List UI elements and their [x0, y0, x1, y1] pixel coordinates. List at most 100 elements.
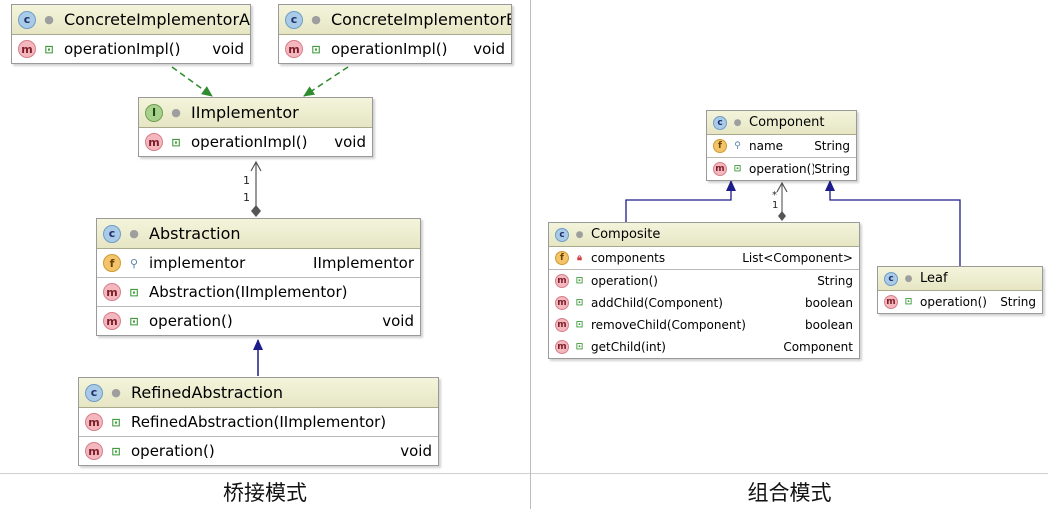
method-row[interactable]: m ⊡ operationImpl() void — [12, 35, 250, 63]
method-row[interactable]: m ⊡ operationImpl() void — [279, 35, 511, 63]
class-name: IImplementor — [191, 103, 299, 122]
method-return-type: void — [212, 40, 244, 58]
panel-divider — [530, 0, 531, 509]
aggregation-diamond-composite — [778, 211, 786, 221]
method-icon: m — [103, 283, 121, 301]
class-box-concrete-implementor-a[interactable]: c ● ConcreteImplementorA m ⊡ operationIm… — [11, 4, 251, 64]
method-return-type: boolean — [805, 318, 853, 332]
method-row[interactable]: m ⊡ operation() void — [97, 307, 420, 335]
method-return-type: String — [1000, 295, 1036, 309]
field-name: name — [749, 139, 784, 153]
class-box-component[interactable]: c ● Component f ⚲ name String m ⊡ operat… — [706, 110, 857, 181]
method-name: operation() — [591, 274, 658, 288]
interface-box-iimplementor[interactable]: I ● IImplementor m ⊡ operationImpl() voi… — [138, 97, 373, 157]
field-row[interactable]: f 🔒︎ components List<Component> — [549, 247, 859, 269]
method-name: operationImpl() — [64, 40, 181, 58]
method-icon: m — [555, 318, 569, 332]
public-visibility-icon: ⊡ — [575, 298, 584, 308]
constructor-name: Abstraction(IImplementor) — [149, 283, 348, 301]
method-name: removeChild(Component) — [591, 318, 746, 332]
constructor-name: RefinedAbstraction(IImplementor) — [131, 413, 387, 431]
class-icon: c — [884, 271, 898, 286]
method-row[interactable]: m ⊡ operation() String — [878, 291, 1042, 313]
public-visibility-icon: ⊡ — [733, 164, 742, 174]
method-row[interactable]: m ⊡ operation() String — [549, 270, 859, 292]
package-visibility-icon: ⚲ — [734, 141, 741, 151]
public-visibility-icon: ⊡ — [311, 42, 321, 56]
method-row[interactable]: m ⊡ removeChild(Component) boolean — [549, 314, 859, 336]
public-visibility-icon: ⊡ — [44, 42, 54, 56]
field-type: String — [814, 139, 850, 153]
public-visibility-icon: ⊡ — [171, 135, 181, 149]
caption-bridge-pattern: 桥接模式 — [223, 481, 307, 505]
class-header: c ● Composite — [549, 223, 859, 247]
class-icon: c — [18, 10, 36, 29]
method-icon: m — [884, 295, 898, 309]
impl-arrow-concrete-a — [171, 66, 213, 97]
field-type: IImplementor — [313, 254, 414, 272]
class-name: RefinedAbstraction — [131, 383, 283, 402]
class-header: c ● Leaf — [878, 267, 1042, 291]
method-name: operation() — [149, 312, 233, 330]
method-name: operationImpl() — [331, 40, 448, 58]
method-row[interactable]: m ⊡ operationImpl() void — [139, 128, 372, 156]
static-marker-icon: ● — [575, 229, 584, 240]
fields-section: f ⚲ name String — [707, 135, 856, 158]
method-icon: m — [85, 413, 103, 431]
method-icon: m — [285, 40, 303, 58]
public-visibility-icon: ⊡ — [111, 415, 121, 429]
method-icon: m — [18, 40, 36, 58]
static-marker-icon: ● — [111, 386, 121, 399]
methods-section: m ⊡ operation() void — [97, 307, 420, 335]
method-name: getChild(int) — [591, 340, 666, 354]
class-header: c ● Abstraction — [97, 219, 420, 249]
constructor-row[interactable]: m ⊡ RefinedAbstraction(IImplementor) — [79, 408, 438, 436]
methods-section: m ⊡ operationImpl() void — [139, 128, 372, 156]
field-row[interactable]: f ⚲ implementor IImplementor — [97, 249, 420, 277]
class-icon: c — [285, 10, 303, 29]
method-return-type: String — [817, 274, 853, 288]
abstract-class-icon: c — [713, 115, 727, 130]
interface-icon: I — [145, 103, 163, 122]
class-icon: c — [85, 383, 103, 402]
class-header: c ● ConcreteImplementorB — [279, 5, 511, 35]
class-header: c ● ConcreteImplementorA — [12, 5, 250, 35]
method-row[interactable]: m ⊡ operation() void — [79, 437, 438, 465]
method-icon: m — [713, 162, 727, 176]
multiplicity-bridge-bottom: 1 — [243, 191, 250, 204]
field-row[interactable]: f ⚲ name String — [707, 135, 856, 157]
class-header: c ● Component — [707, 111, 856, 135]
public-visibility-icon: ⊡ — [129, 285, 139, 299]
field-name: components — [591, 251, 666, 265]
class-box-refined-abstraction[interactable]: c ● RefinedAbstraction m ⊡ RefinedAbstra… — [78, 377, 439, 466]
field-icon: f — [103, 254, 121, 272]
public-visibility-icon: ⊡ — [111, 444, 121, 458]
field-icon: f — [713, 139, 727, 153]
public-visibility-icon: ⊡ — [575, 320, 584, 330]
method-return-type: void — [473, 40, 505, 58]
method-icon: m — [555, 274, 569, 288]
public-visibility-icon: ⊡ — [129, 314, 139, 328]
class-box-composite[interactable]: c ● Composite f 🔒︎ components List<Compo… — [548, 222, 860, 359]
class-name: Composite — [591, 227, 661, 242]
class-name: Leaf — [920, 271, 948, 286]
multiplicity-bridge-top: 1 — [243, 174, 250, 187]
constructor-row[interactable]: m ⊡ Abstraction(IImplementor) — [97, 278, 420, 306]
class-box-abstraction[interactable]: c ● Abstraction f ⚲ implementor IImpleme… — [96, 218, 421, 336]
class-box-concrete-implementor-b[interactable]: c ● ConcreteImplementorB m ⊡ operationIm… — [278, 4, 512, 64]
method-name: operation() — [131, 442, 215, 460]
method-row[interactable]: m ⊡ operation() String — [707, 158, 856, 180]
static-marker-icon: ● — [311, 13, 321, 26]
method-name: operationImpl() — [191, 133, 308, 151]
class-icon: c — [555, 227, 569, 242]
class-name: ConcreteImplementorB — [331, 10, 511, 29]
class-header: c ● RefinedAbstraction — [79, 378, 438, 408]
field-name: implementor — [149, 254, 246, 272]
method-icon: m — [555, 296, 569, 310]
method-row[interactable]: m ⊡ getChild(int) Component — [549, 336, 859, 358]
abstract-class-icon: c — [103, 224, 121, 243]
fields-section: f 🔒︎ components List<Component> — [549, 247, 859, 270]
class-box-leaf[interactable]: c ● Leaf m ⊡ operation() String — [877, 266, 1043, 314]
method-row[interactable]: m ⊡ addChild(Component) boolean — [549, 292, 859, 314]
method-return-type: void — [400, 442, 432, 460]
